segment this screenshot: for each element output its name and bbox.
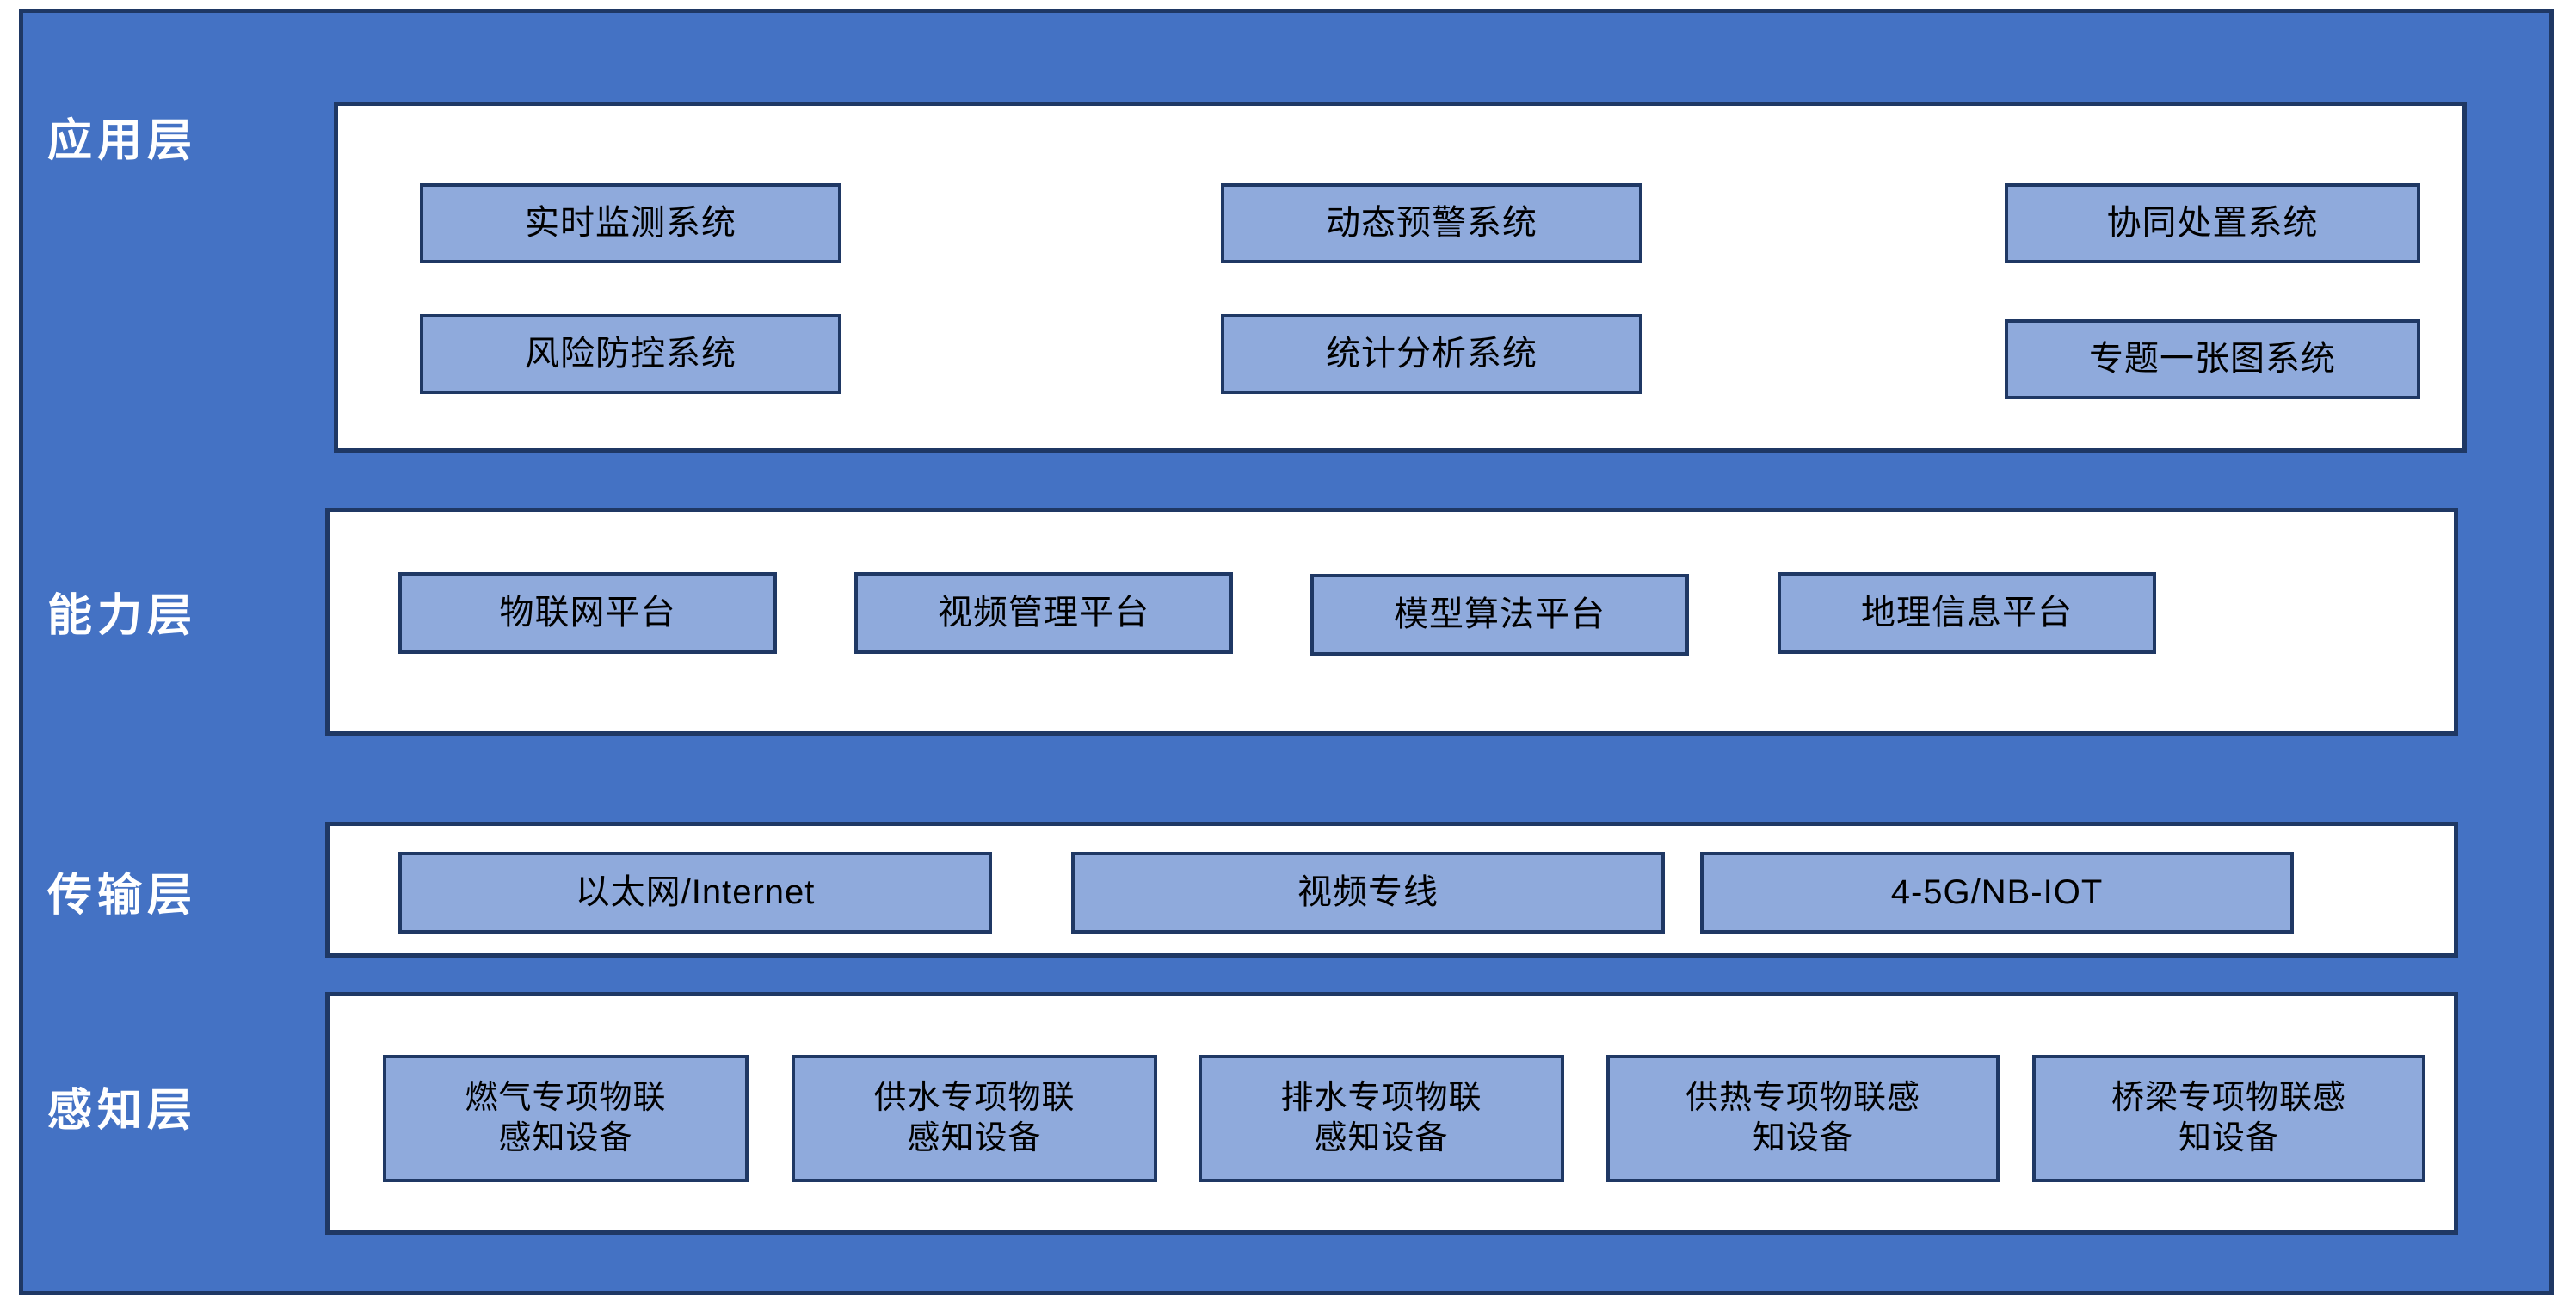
app-item-thematic-map[interactable]: 专题一张图系统 (2005, 319, 2420, 399)
transport-item-ethernet-internet[interactable]: 以太网/Internet (398, 852, 992, 934)
capability-item-model-algorithm-platform[interactable]: 模型算法平台 (1310, 574, 1689, 656)
perception-item-heating-iot-devices[interactable]: 供热专项物联感 知设备 (1606, 1055, 2000, 1182)
perception-item-bridge-iot-devices[interactable]: 桥梁专项物联感 知设备 (2032, 1055, 2425, 1182)
app-item-collaborative-disposal[interactable]: 协同处置系统 (2005, 183, 2420, 263)
layer-label-application: 应用层 (47, 116, 198, 166)
capability-item-gis-platform[interactable]: 地理信息平台 (1778, 572, 2156, 654)
panel-application-layer: 实时监测系统 动态预警系统 协同处置系统 风险防控系统 统计分析系统 专题一张图… (334, 102, 2467, 453)
capability-item-iot-platform[interactable]: 物联网平台 (398, 572, 777, 654)
layer-label-perception: 感知层 (47, 1086, 198, 1136)
app-item-dynamic-warning[interactable]: 动态预警系统 (1221, 183, 1642, 263)
app-item-risk-prevention[interactable]: 风险防控系统 (420, 314, 841, 394)
panel-transport-layer: 以太网/Internet 视频专线 4-5G/NB-IOT (325, 822, 2458, 958)
app-item-statistical-analysis[interactable]: 统计分析系统 (1221, 314, 1642, 394)
outer-frame: 应用层 能力层 传输层 感知层 实时监测系统 动态预警系统 协同处置系统 风险防… (19, 9, 2554, 1295)
transport-item-4-5g-nb-iot[interactable]: 4-5G/NB-IOT (1700, 852, 2294, 934)
capability-item-video-management-platform[interactable]: 视频管理平台 (854, 572, 1233, 654)
perception-item-drainage-iot-devices[interactable]: 排水专项物联 感知设备 (1199, 1055, 1564, 1182)
app-item-realtime-monitoring[interactable]: 实时监测系统 (420, 183, 841, 263)
transport-item-video-dedicated-line[interactable]: 视频专线 (1071, 852, 1665, 934)
layer-label-transport: 传输层 (47, 871, 198, 921)
perception-item-gas-iot-devices[interactable]: 燃气专项物联 感知设备 (383, 1055, 749, 1182)
perception-item-water-supply-iot-devices[interactable]: 供水专项物联 感知设备 (792, 1055, 1157, 1182)
panel-perception-layer: 燃气专项物联 感知设备 供水专项物联 感知设备 排水专项物联 感知设备 供热专项… (325, 992, 2458, 1235)
panel-capability-layer: 物联网平台 视频管理平台 模型算法平台 地理信息平台 (325, 508, 2458, 736)
layer-label-capability: 能力层 (47, 591, 198, 641)
